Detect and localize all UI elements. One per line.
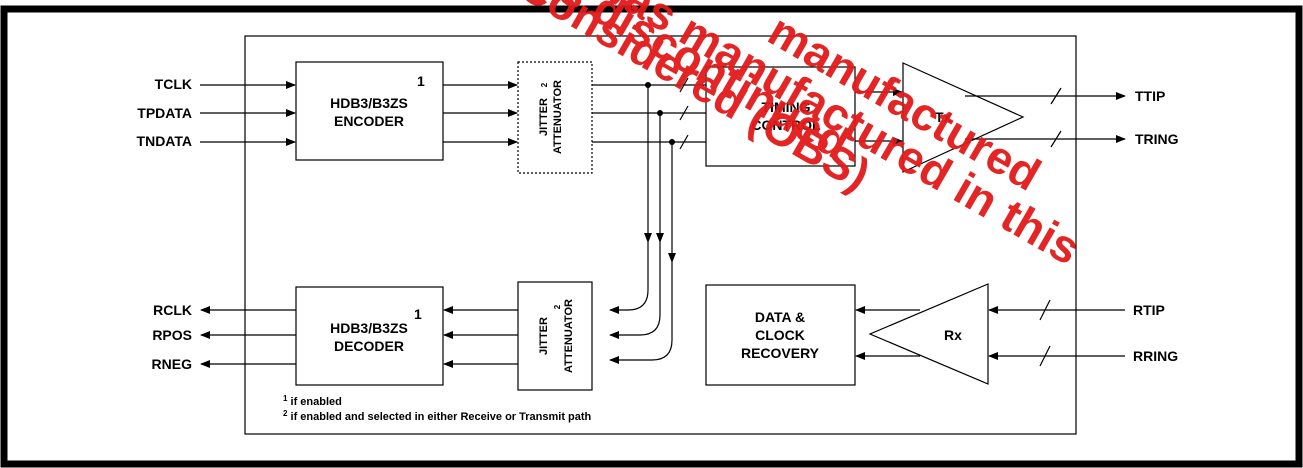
rtip-slash xyxy=(1039,299,1051,321)
tx-label: Tx xyxy=(935,109,952,125)
rx-receiver-triangle xyxy=(868,283,989,385)
timing-line1: TIMING xyxy=(762,99,811,115)
jitter-attenuator-rx xyxy=(517,281,593,391)
jitter-tx-note: 2 xyxy=(540,82,549,87)
timing-line2: CONTROL xyxy=(751,117,821,133)
encoder-block xyxy=(295,61,444,161)
bus-slash-3 xyxy=(679,134,689,150)
rring-label: RRING xyxy=(1133,348,1178,364)
decoder-block xyxy=(295,286,444,386)
recovery-line1: DATA & xyxy=(755,309,805,325)
footnote-1-text: if enabled xyxy=(287,396,341,408)
bus-slash-2 xyxy=(679,105,689,121)
loop-path-3 xyxy=(609,262,673,364)
decoder-label-line1: HDB3/B3ZS xyxy=(330,320,408,336)
watermark: is discontinued was manufactured in this… xyxy=(510,0,1089,275)
encoder-footnote-mark: 1 xyxy=(417,73,425,89)
input-tndata-label: TNDATA xyxy=(137,133,192,149)
footnote-1-mark: 1 xyxy=(283,394,288,403)
jitter-tx-line1: JITTER xyxy=(538,98,550,136)
recovery-block xyxy=(705,284,856,386)
jitter-rx-line2: ATTENUATOR xyxy=(563,299,575,373)
recovery-line2: CLOCK xyxy=(755,327,805,343)
footnote-2-mark: 2 xyxy=(283,409,288,418)
jitter-rx-line1: JITTER xyxy=(538,317,550,355)
timing-control-block xyxy=(705,66,856,167)
chip-boundary xyxy=(244,35,1077,435)
tx-driver-triangle xyxy=(902,62,1025,173)
input-tpdata-label: TPDATA xyxy=(137,105,192,121)
output-rneg-label: RNEG xyxy=(152,356,193,372)
decoder-footnote-mark: 1 xyxy=(414,306,422,322)
rring-slash xyxy=(1039,345,1051,367)
jitter-tx-line2: ATTENUATOR xyxy=(552,80,564,154)
jitter-rx-note: 2 xyxy=(553,304,562,309)
encoder-label-line1: HDB3/B3ZS xyxy=(330,95,408,111)
decoder-label-line2: DECODER xyxy=(334,338,404,354)
tring-slash xyxy=(1050,130,1062,148)
footnote-1: 1 if enabled xyxy=(283,394,342,408)
rx-label: Rx xyxy=(944,327,962,343)
bus-slash-1 xyxy=(679,77,689,93)
jitter-attenuator-tx xyxy=(517,61,593,174)
footnote-2: 2 if enabled and selected in either Rece… xyxy=(283,409,592,423)
loop-path-2 xyxy=(609,242,661,339)
input-tclk-label: TCLK xyxy=(155,76,192,92)
recovery-line3: RECOVERY xyxy=(741,345,820,361)
footnote-2-text: if enabled and selected in either Receiv… xyxy=(287,411,591,423)
output-rclk-label: RCLK xyxy=(153,302,192,318)
output-rpos-label: RPOS xyxy=(152,327,192,343)
ttip-slash xyxy=(1050,87,1062,105)
encoder-label-line2: ENCODER xyxy=(334,113,404,129)
ttip-label: TTIP xyxy=(1135,88,1165,104)
rtip-label: RTIP xyxy=(1133,302,1165,318)
loop-path-1 xyxy=(609,242,649,314)
outer-frame xyxy=(0,5,1303,468)
tring-label: TRING xyxy=(1135,131,1179,147)
